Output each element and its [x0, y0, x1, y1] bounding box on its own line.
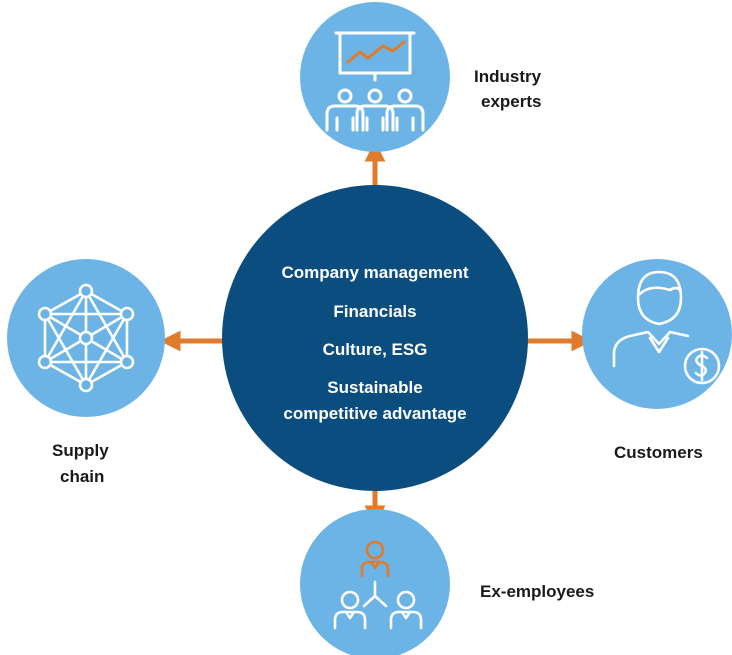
center-line-financials: Financials [333, 302, 416, 321]
customers-label: Customers [614, 443, 703, 462]
customer-dollar-icon [612, 270, 721, 385]
center-hub: Company management Financials Culture, E… [222, 185, 528, 491]
ex-employees-label: Ex-employees [480, 582, 594, 601]
node-supply-chain [7, 259, 165, 417]
center-line-culture-esg: Culture, ESG [323, 340, 428, 359]
industry-experts-label-line1: Industry [474, 67, 542, 86]
center-line-company-management: Company management [281, 263, 468, 282]
node-customers [582, 259, 732, 409]
center-line-sustainable: Sustainable [327, 378, 422, 397]
industry-experts-label-line2: experts [481, 92, 541, 111]
supply-chain-label-line2: chain [60, 467, 104, 486]
node-ex-employees [300, 509, 450, 655]
supply-chain-label-line1: Supply [52, 441, 109, 460]
network-nodes [37, 283, 135, 393]
center-line-competitive-advantage: competitive advantage [283, 404, 466, 423]
org-hierarchy-icon [333, 540, 423, 630]
node-industry-experts [300, 2, 450, 152]
presentation-audience-icon [325, 31, 425, 132]
